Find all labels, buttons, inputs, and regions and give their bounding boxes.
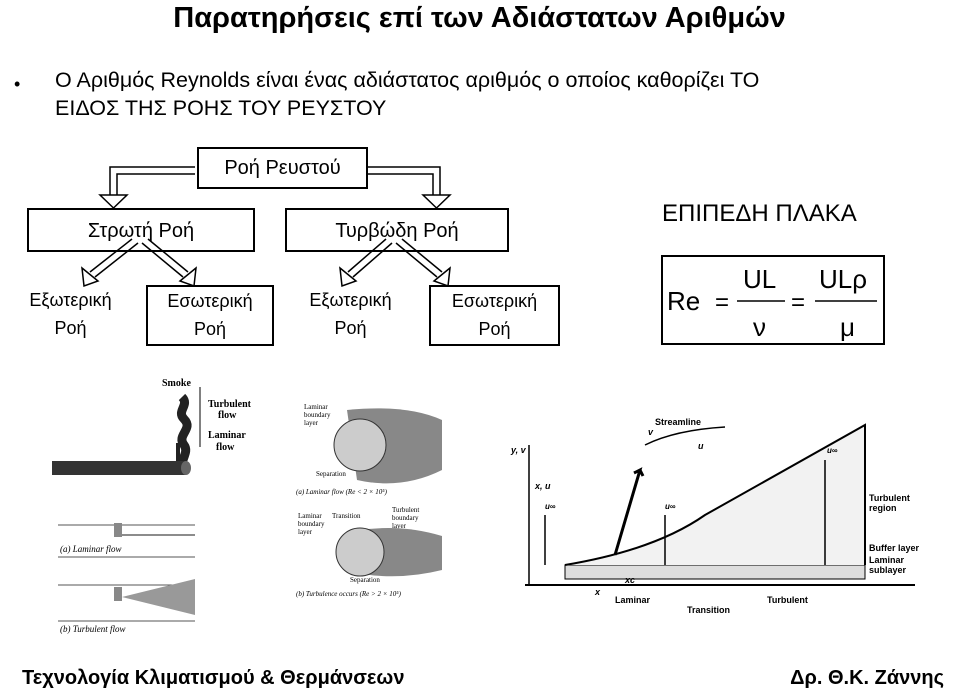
- bullet-line-2: ΕΙΔΟΣ ΤΗΣ ΡΟΗΣ ΤΟΥ ΡΕΥΣΤΟΥ: [55, 96, 387, 120]
- svg-text:layer: layer: [392, 522, 407, 530]
- svg-text:Transition: Transition: [332, 512, 361, 520]
- reynolds-formula: Re = UL ν = ULρ μ: [667, 264, 877, 342]
- bullet-line-1: Ο Αριθμός Reynolds είναι ένας αδιάστατος…: [55, 68, 760, 92]
- footer-author: Δρ. Θ.Κ. Ζάννης: [790, 667, 944, 689]
- svg-text:Laminar: Laminar: [304, 403, 328, 411]
- svg-text:Laminar: Laminar: [615, 595, 651, 605]
- formula-den-2: μ: [840, 312, 855, 342]
- formula-eq-1: =: [715, 289, 729, 316]
- root-box: Ροή Ρευστού: [197, 147, 368, 189]
- arrow-root-to-laminar: [98, 166, 195, 210]
- svg-text:sublayer: sublayer: [869, 565, 907, 575]
- svg-text:Laminar: Laminar: [298, 512, 322, 520]
- bullet-marker: •: [14, 74, 21, 94]
- formula-den-1: ν: [753, 312, 766, 342]
- svg-text:layer: layer: [298, 528, 313, 536]
- boundary-layer-figure: y, v x, u Streamline v u u∞ u∞ u∞ Turbul…: [510, 417, 920, 615]
- arrow-laminar-to-internal: [141, 238, 197, 288]
- cylinder-figure: Laminar boundary layer Separation (a) La…: [296, 403, 442, 598]
- svg-text:x: x: [594, 587, 601, 597]
- arrow-laminar-to-external: [81, 238, 139, 288]
- svg-text:boundary: boundary: [304, 411, 331, 419]
- svg-text:x, u: x, u: [534, 481, 551, 491]
- svg-text:(b) Turbulent flow: (b) Turbulent flow: [60, 624, 126, 634]
- svg-text:y, v: y, v: [510, 445, 527, 455]
- svg-text:layer: layer: [304, 419, 319, 427]
- svg-text:Laminar: Laminar: [869, 555, 905, 565]
- tree-arrows: [81, 166, 452, 288]
- svg-text:Turbulent: Turbulent: [208, 399, 252, 410]
- svg-text:u∞: u∞: [827, 446, 838, 455]
- formula-num-1: UL: [743, 264, 776, 294]
- svg-text:(a) Laminar flow: (a) Laminar flow: [60, 544, 122, 554]
- svg-text:Turbulent: Turbulent: [767, 595, 808, 605]
- svg-text:flow: flow: [216, 442, 235, 453]
- svg-text:u: u: [698, 441, 704, 451]
- svg-text:Smoke: Smoke: [162, 378, 191, 389]
- laminar-box: Στρωτή Ροή: [27, 208, 255, 252]
- page-title: Παρατηρήσεις επί των Αδιάστατων Αριθμών: [173, 2, 786, 34]
- svg-text:boundary: boundary: [298, 520, 325, 528]
- formula-eq-2: =: [791, 289, 805, 316]
- arrow-turbulent-to-internal: [395, 238, 451, 288]
- svg-text:(a) Laminar flow (Re < 2 × 10⁵: (a) Laminar flow (Re < 2 × 10⁵): [296, 488, 388, 496]
- svg-text:region: region: [869, 503, 897, 513]
- formula-num-2: ULρ: [819, 264, 867, 294]
- svg-text:Laminar: Laminar: [208, 430, 246, 441]
- svg-text:Separation: Separation: [316, 470, 346, 478]
- plate-heading: ΕΠΙΠΕΔΗ ΠΛΑΚΑ: [662, 200, 857, 227]
- formula-re: Re: [667, 286, 700, 316]
- svg-text:v: v: [648, 427, 654, 437]
- reynolds-formula-box: Re = UL ν = ULρ μ: [661, 255, 885, 345]
- svg-text:Separation: Separation: [350, 576, 380, 584]
- smoke-pipe-figure: Smoke Turbulent flow Laminar flow (a) La…: [52, 378, 252, 634]
- turbulent-box: Τυρβώδη Ροή: [285, 208, 509, 252]
- svg-text:flow: flow: [218, 410, 237, 421]
- svg-text:xc: xc: [624, 575, 635, 585]
- svg-text:Streamline: Streamline: [655, 417, 701, 427]
- svg-text:Transition: Transition: [687, 605, 730, 615]
- svg-text:boundary: boundary: [392, 514, 419, 522]
- svg-text:u∞: u∞: [545, 502, 556, 511]
- footer-course: Τεχνολογία Κλιματισμού & Θερμάνσεων: [22, 667, 405, 689]
- arrow-turbulent-to-external: [339, 238, 393, 288]
- svg-text:Turbulent: Turbulent: [392, 506, 419, 514]
- bullet-text: Ο Αριθμός Reynolds είναι ένας αδιάστατος…: [55, 66, 935, 122]
- arrow-root-to-turbulent: [368, 166, 452, 210]
- svg-text:u∞: u∞: [665, 502, 676, 511]
- svg-text:Buffer layer: Buffer layer: [869, 543, 920, 553]
- svg-text:Turbulent: Turbulent: [869, 493, 910, 503]
- svg-text:(b) Turbulence occurs (Re > 2: (b) Turbulence occurs (Re > 2 × 10⁵): [296, 590, 402, 598]
